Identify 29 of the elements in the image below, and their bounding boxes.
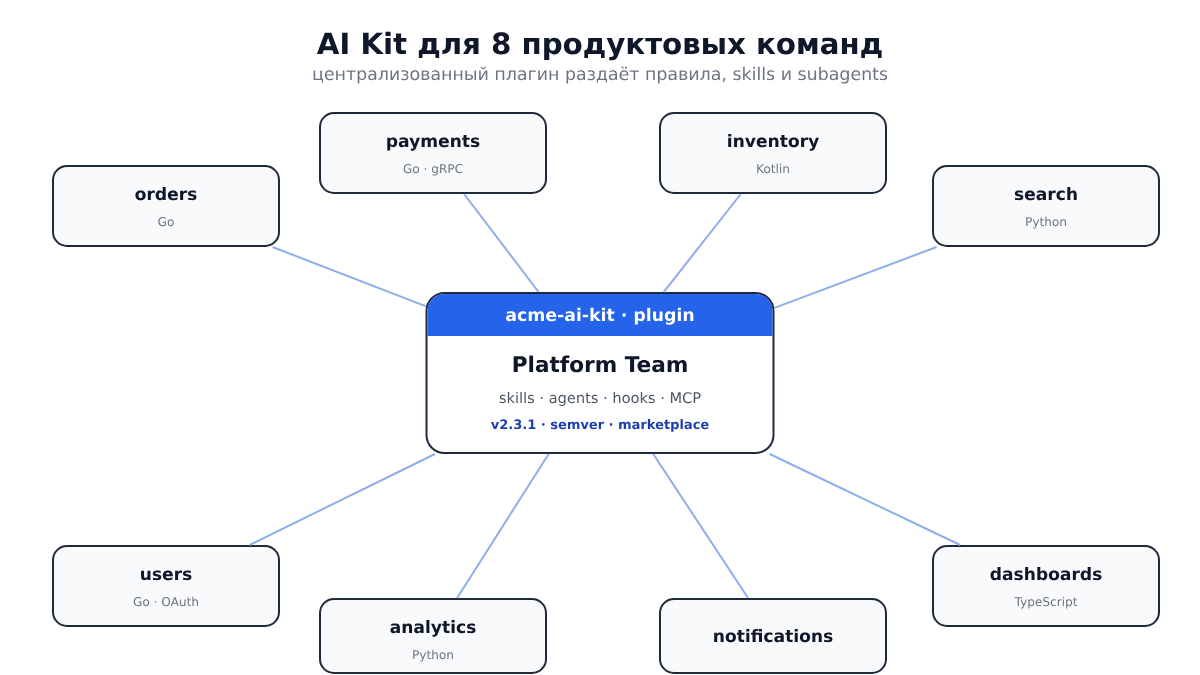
team-name: payments (387, 135, 480, 151)
tech-stack: Kotlin (757, 163, 789, 174)
team-name: orders (135, 187, 197, 201)
version-label: v2.3.1 · semver · marketplace (491, 419, 709, 432)
connector-line (773, 246, 938, 309)
subtitle: централизованный плагин раздаёт правила, skills и subagents (313, 66, 888, 84)
connector-line (248, 453, 436, 546)
tech-stack: Go (158, 217, 174, 227)
connector-line (463, 193, 540, 293)
title: AI Kit для 8 продуктовых команд (316, 31, 882, 61)
team-name: users (141, 570, 192, 581)
connector-line (271, 246, 427, 308)
feature-list: skills · agents · hooks · MCP (499, 391, 701, 407)
card-title: Platform Team (513, 355, 687, 373)
team-name: inventory (728, 134, 819, 151)
team-name: dashboards (990, 567, 1102, 581)
connector-line (768, 453, 962, 546)
tech-stack: Go · gRPC (403, 164, 463, 176)
team-name: notifications (714, 629, 833, 643)
connector-line (652, 453, 750, 599)
team-name: search (1014, 187, 1077, 201)
tech-stack: Python (1026, 216, 1066, 229)
tech-stack: Python (413, 649, 453, 662)
header-band: acme-ai-kit · plugin (427, 294, 773, 336)
connector-line (662, 193, 742, 293)
tech-stack: TypeScript (1014, 596, 1078, 609)
team-name: analytics (390, 620, 476, 637)
tech-stack: Go · OAuth (133, 596, 198, 607)
connector-line (456, 453, 550, 599)
